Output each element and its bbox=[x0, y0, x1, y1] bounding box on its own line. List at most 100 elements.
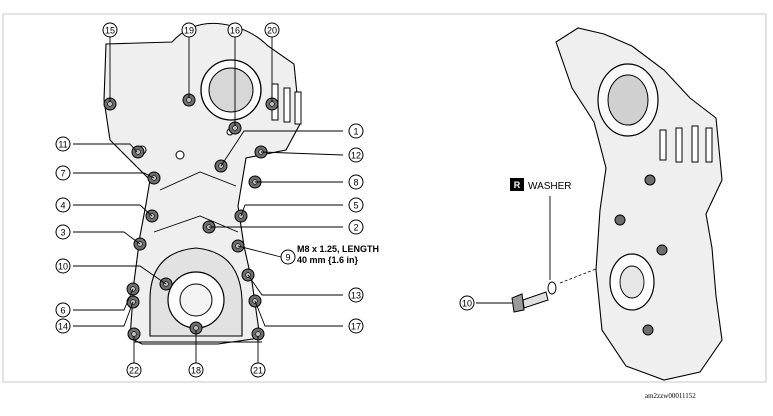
callout-circle bbox=[348, 219, 364, 235]
callout-number: 12 bbox=[351, 151, 361, 161]
callout-circle bbox=[348, 287, 364, 303]
callout-circle bbox=[348, 174, 364, 190]
cover-side-outline bbox=[555, 27, 723, 381]
bolt-center bbox=[131, 331, 137, 337]
callout-10-side: 10 bbox=[459, 295, 475, 311]
callout-14: 14 bbox=[55, 318, 71, 334]
leader-9 bbox=[237, 245, 282, 258]
callout-circle bbox=[55, 302, 71, 318]
leader-5 bbox=[240, 204, 343, 217]
callout-20: 20 bbox=[264, 22, 280, 38]
callout-circle bbox=[55, 197, 71, 213]
leader-6 bbox=[73, 288, 134, 311]
washer-badge-box bbox=[510, 178, 524, 191]
callout-number: 9 bbox=[285, 253, 290, 263]
callout-9: 9 bbox=[280, 249, 296, 265]
callout-number: 11 bbox=[58, 140, 67, 150]
callout-circle bbox=[102, 22, 118, 38]
callout-11: 11 bbox=[55, 136, 71, 152]
side-crank-seal-inner bbox=[619, 265, 645, 299]
callout-number: 3 bbox=[60, 228, 65, 238]
callout-number: 8 bbox=[353, 178, 358, 188]
callout-circle bbox=[348, 197, 364, 213]
callout-circle bbox=[280, 249, 296, 265]
bolt-center bbox=[107, 101, 113, 107]
side-boss bbox=[656, 244, 668, 256]
callout-number: 14 bbox=[58, 322, 68, 332]
callout-circle bbox=[459, 295, 475, 311]
callout-22: 22 bbox=[126, 362, 142, 378]
dowel-hole bbox=[175, 150, 185, 160]
stud bbox=[294, 91, 302, 125]
bolt-spec-length: 40 mm {1.6 in} bbox=[297, 255, 359, 265]
washer-icon bbox=[547, 281, 557, 295]
callout-number: 10 bbox=[58, 262, 68, 272]
leader-17 bbox=[254, 300, 343, 327]
callout-12: 12 bbox=[348, 147, 364, 163]
crank-seal-inner bbox=[179, 283, 213, 317]
callout-circle bbox=[348, 318, 364, 334]
bolt-spec-label: M8 x 1.25, LENGTH bbox=[297, 244, 379, 254]
callout-number: 17 bbox=[351, 322, 361, 332]
bolt-head bbox=[511, 293, 525, 313]
bolt-center bbox=[193, 325, 199, 331]
rib-line bbox=[159, 171, 237, 191]
leader-4 bbox=[73, 204, 153, 217]
callout-circle bbox=[55, 318, 71, 334]
callout-10: 10 bbox=[55, 258, 71, 274]
callout-circle bbox=[227, 22, 243, 38]
callout-number: 6 bbox=[60, 306, 65, 316]
cover-front-view bbox=[103, 22, 302, 345]
callout-circle bbox=[264, 22, 280, 38]
callout-circle bbox=[55, 224, 71, 240]
callout-number: 22 bbox=[129, 366, 139, 376]
callout-circle bbox=[55, 258, 71, 274]
callout-4: 4 bbox=[55, 197, 71, 213]
callout-number: 13 bbox=[351, 291, 361, 301]
callout-circle bbox=[55, 136, 71, 152]
callout-number: 16 bbox=[230, 26, 240, 36]
callout-1: 1 bbox=[348, 123, 364, 139]
callout-circle bbox=[250, 362, 266, 378]
callout-number: 1 bbox=[353, 127, 358, 137]
leader-13 bbox=[247, 274, 343, 296]
leader-1 bbox=[220, 130, 343, 167]
callout-number: 19 bbox=[184, 26, 194, 36]
leader-10 bbox=[73, 265, 167, 285]
callout-number: 15 bbox=[105, 26, 115, 36]
image-code: am2zzw00011152 bbox=[645, 392, 696, 400]
callout-circle bbox=[348, 123, 364, 139]
side-housing-inner bbox=[607, 74, 649, 126]
side-stud bbox=[691, 125, 699, 163]
callout-circle bbox=[55, 165, 71, 181]
callout-5: 5 bbox=[348, 197, 364, 213]
exploded-bolt bbox=[511, 291, 549, 313]
callout-7: 7 bbox=[55, 165, 71, 181]
callout-number: 21 bbox=[253, 366, 263, 376]
callout-number: 5 bbox=[353, 201, 358, 211]
callout-circle bbox=[126, 362, 142, 378]
washer-label: WASHER bbox=[528, 181, 572, 192]
figure-frame bbox=[2, 13, 767, 383]
callout-number: 2 bbox=[353, 223, 358, 233]
side-stud bbox=[675, 127, 683, 163]
stud bbox=[283, 87, 291, 123]
bolt-center bbox=[255, 331, 261, 337]
callout-3: 3 bbox=[55, 224, 71, 240]
bolt-center bbox=[232, 125, 238, 131]
side-boss bbox=[642, 324, 654, 336]
callout-circle bbox=[181, 22, 197, 38]
side-stud bbox=[659, 129, 667, 161]
callout-16: 16 bbox=[227, 22, 243, 38]
callout-6: 6 bbox=[55, 302, 71, 318]
callout-number: 18 bbox=[191, 366, 201, 376]
callout-number: 7 bbox=[60, 169, 65, 179]
housing-ring-inner bbox=[208, 67, 254, 113]
side-stud bbox=[705, 127, 713, 163]
side-boss bbox=[614, 214, 626, 226]
callout-circle bbox=[348, 147, 364, 163]
side-boss bbox=[644, 174, 656, 186]
